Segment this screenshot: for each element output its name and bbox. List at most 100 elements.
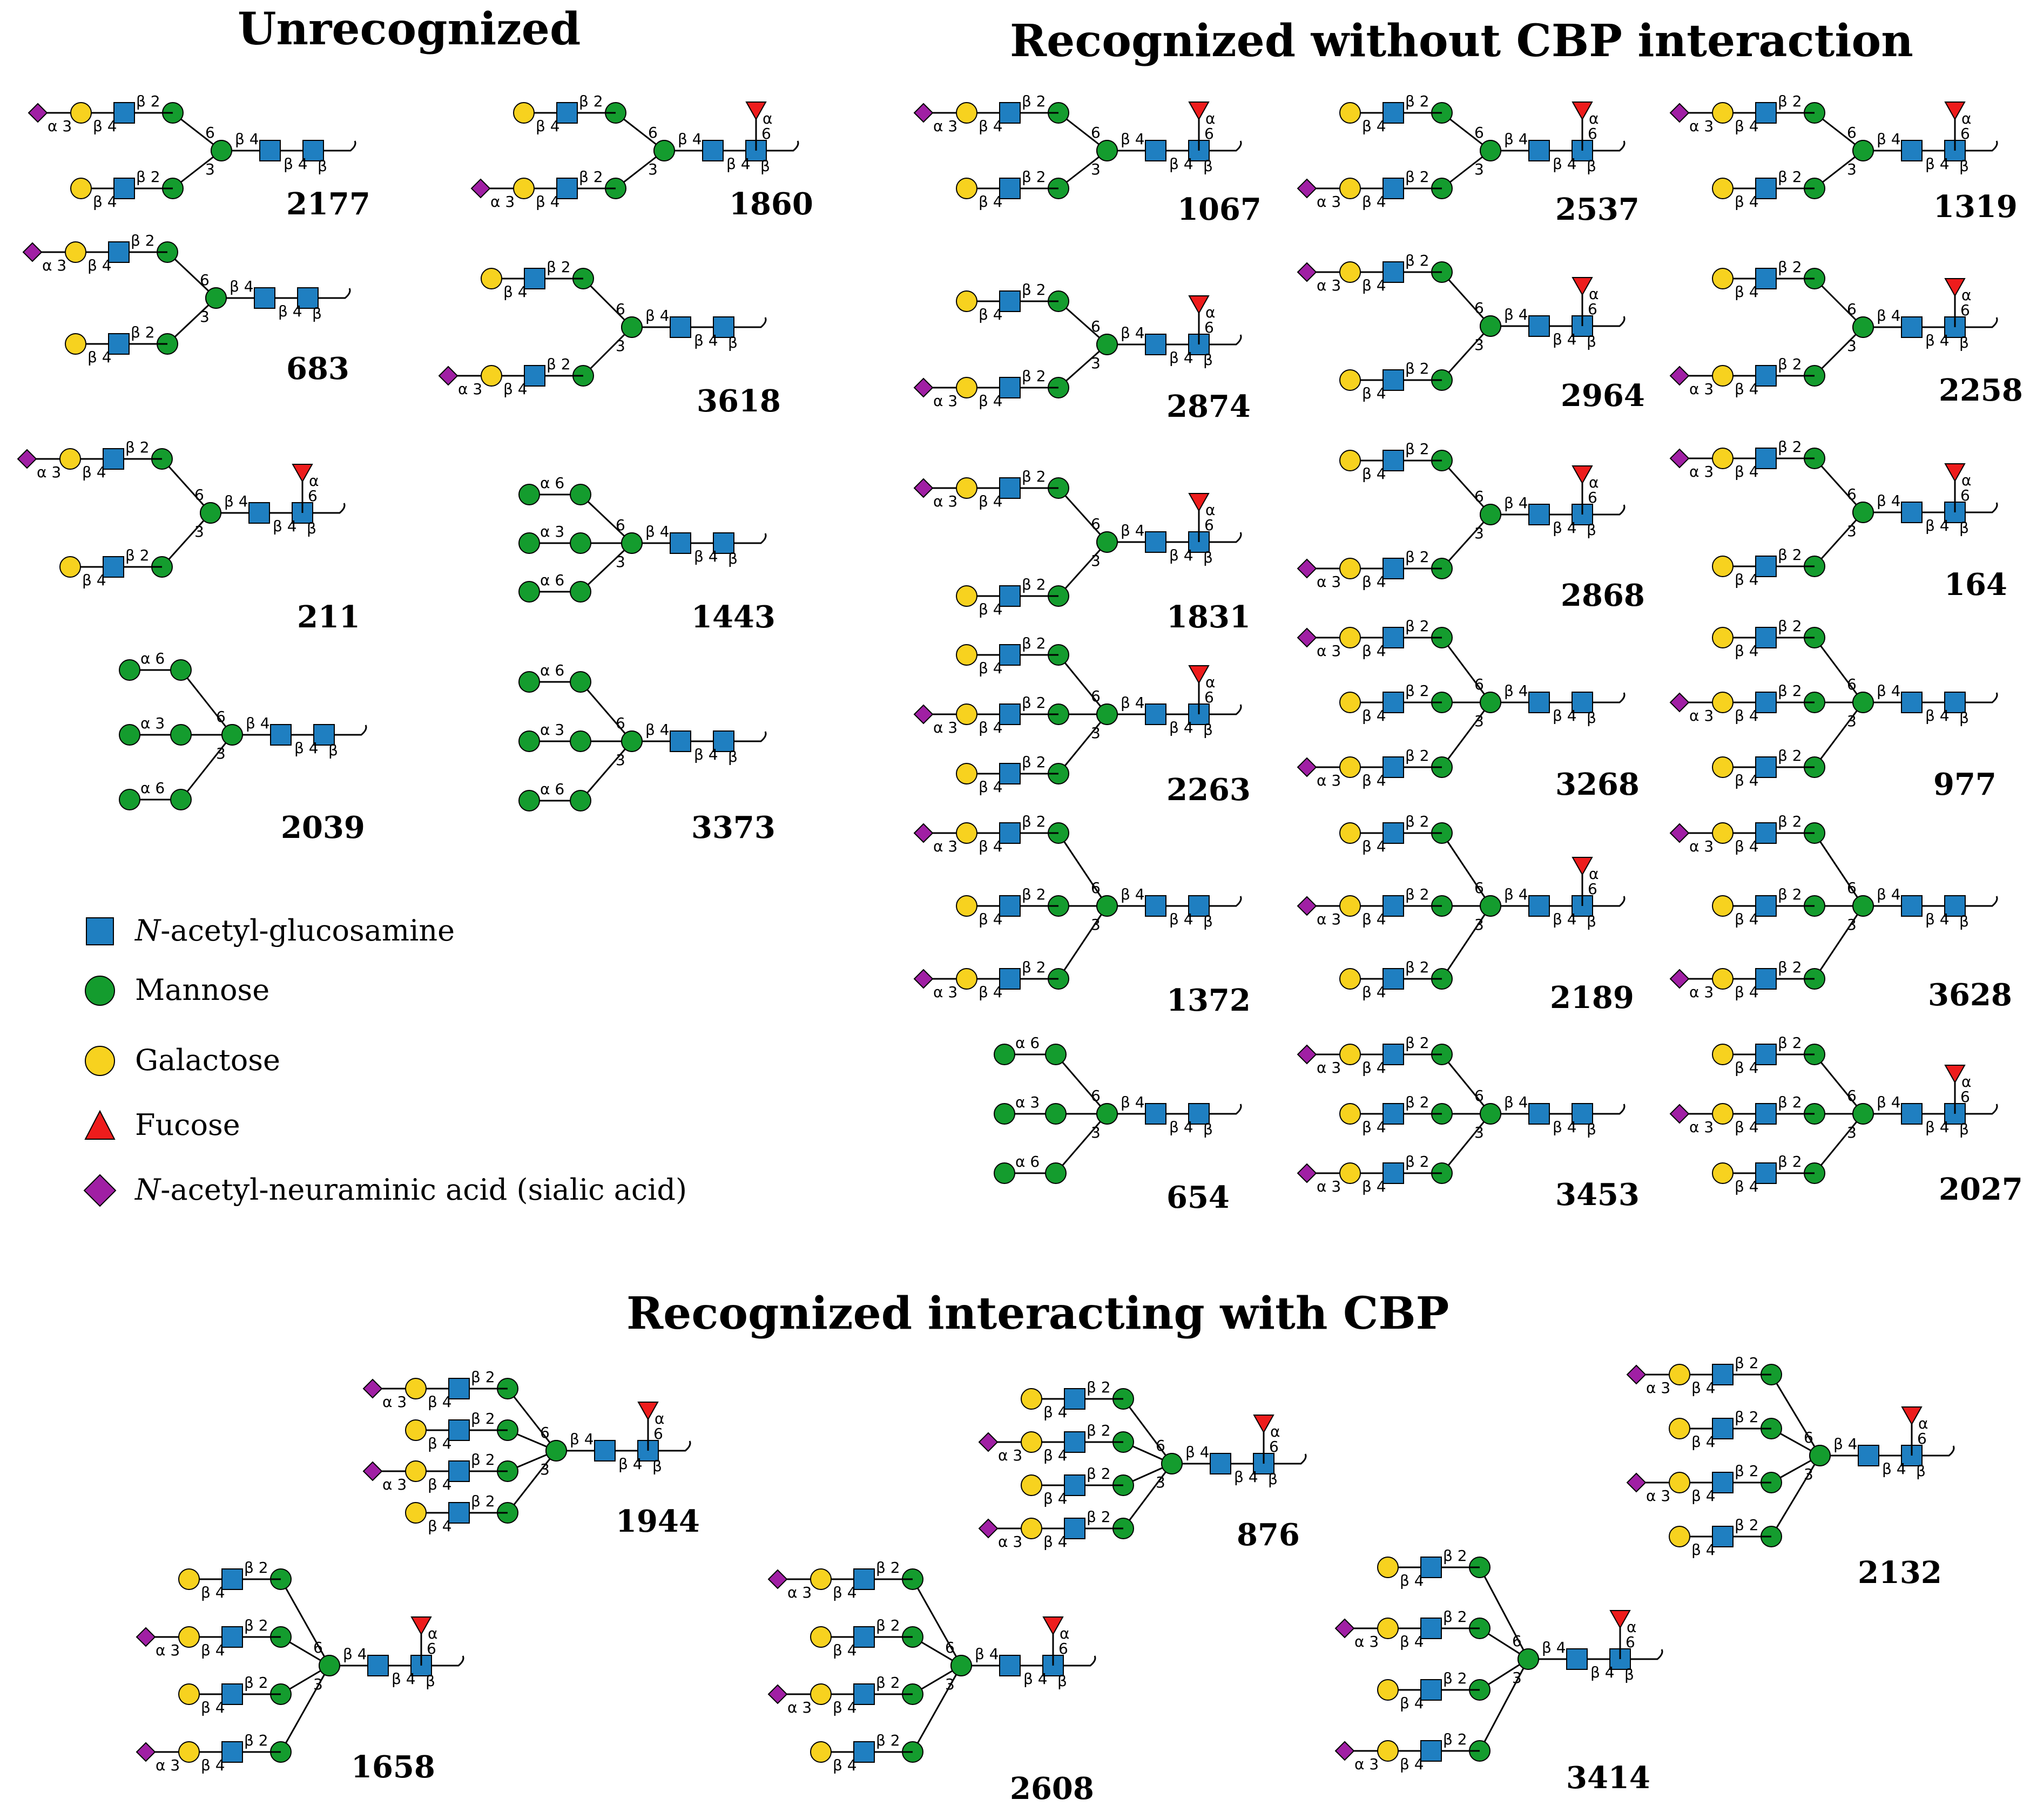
reducing-end [1593,316,1626,327]
linkage-label: 6 [216,708,226,726]
linkage-label: α 3 [1317,772,1341,789]
linkage-label: β [1959,519,1969,537]
linkage-label: β 4 [1691,1433,1716,1451]
linkage-label: β 2 [1022,634,1046,652]
linkage-label: β 4 [1553,707,1577,725]
glcnac-icon [999,585,1021,607]
galactose-icon [405,1378,427,1399]
galactose-icon [1339,178,1361,199]
mannose-icon [200,502,221,524]
galactose-icon [1021,1431,1042,1453]
glycan-id: 654 [1166,1180,1230,1215]
linkage-label: β 2 [1443,1547,1467,1565]
linkage-label: β 4 [1043,1533,1068,1551]
linkage-label: β 4 [645,721,670,739]
linkage-label: β [1057,1672,1067,1690]
fucose-icon [1944,1065,1966,1084]
linkage-label: β 4 [979,719,1003,736]
galactose-icon [481,365,502,387]
fucose-icon [1944,102,1966,121]
glycosidic-bond [582,326,633,377]
linkage-label: β 2 [1022,958,1046,976]
linkage-label: 3 [1804,1465,1813,1483]
mannose-icon [570,484,591,505]
galactose-icon [1377,1679,1399,1701]
glcnac-icon [1382,1103,1404,1125]
linkage-label: α 3 [933,392,957,410]
linkage-label: β 4 [428,1435,452,1452]
linkage-label: β 2 [1405,682,1429,700]
linkage-label: β 4 [1400,1633,1424,1650]
linkage-label: β 4 [1877,130,1901,148]
linkage-label: β 2 [471,1368,495,1386]
galactose-icon [405,1460,427,1482]
linkage-label: β 2 [1778,168,1802,186]
linkage-label: α 3 [156,1641,180,1659]
glcnac-icon [1382,178,1404,199]
mannose-icon [570,730,591,752]
galactose-icon [70,102,92,124]
mannose-icon [518,790,540,811]
glcnac-icon [448,1502,470,1524]
fucose-icon [745,102,767,121]
mannose-icon [570,790,591,811]
glcnac-icon [670,532,691,554]
sialic-acid-icon [978,1518,999,1539]
glcnac-icon [221,1683,243,1705]
linkage-label: β 2 [131,323,155,341]
galactose-icon [1377,1740,1399,1762]
linkage-label: β 4 [1504,885,1528,903]
mannose-icon [1045,1162,1067,1184]
sialic-acid-icon [28,103,48,123]
galactose-icon [1339,1044,1361,1065]
linkage-label: β 4 [1735,283,1759,301]
linkage-label: 6 [1960,1088,1970,1106]
linkage-label: β [1959,1120,1969,1138]
reducing-end [1630,1649,1663,1660]
linkage-label: β 4 [979,837,1003,855]
glcnac-icon [1420,1557,1442,1578]
linkage-label: β 2 [125,546,150,564]
galactose-icon [1339,822,1361,844]
linkage-label: β 2 [1022,885,1046,903]
linkage-label: β 4 [1043,1490,1068,1507]
glycan-id: 2027 [1939,1172,2023,1207]
linkage-label: β 2 [136,92,160,110]
mannose-icon [518,581,540,603]
glycan-id: 1319 [1933,189,2018,225]
galactose-icon [1712,1162,1734,1184]
sialic-acid-icon [1297,1044,1317,1065]
linkage-label: 6 [1847,485,1857,503]
reducing-end [323,140,356,152]
linkage-label: β 4 [1400,1572,1424,1589]
mannose-icon [518,484,540,505]
linkage-label: β 4 [1121,885,1145,903]
glcnac-icon [853,1741,875,1763]
linkage-label: β 4 [1735,1059,1759,1077]
linkage-label: β 4 [979,117,1003,135]
linkage-label: β 4 [1735,772,1759,789]
galactose-icon [178,1568,200,1590]
linkage-label: β 4 [87,348,112,366]
linkage-label: 3 [1474,524,1484,542]
linkage-label: α 3 [1689,983,1714,1001]
mannose-icon [1480,895,1501,917]
glcnac-icon [999,290,1021,312]
glcnac-icon [1901,692,1923,713]
linkage-label: α 3 [1317,573,1341,591]
mannose-icon [211,140,232,161]
linkage-label: α 6 [540,571,564,589]
linkage-label: α [309,472,319,490]
linkage-label: β [728,748,738,766]
glycosidic-bond [180,669,233,735]
linkage-label: 6 [616,714,625,732]
mannose-icon [570,671,591,693]
